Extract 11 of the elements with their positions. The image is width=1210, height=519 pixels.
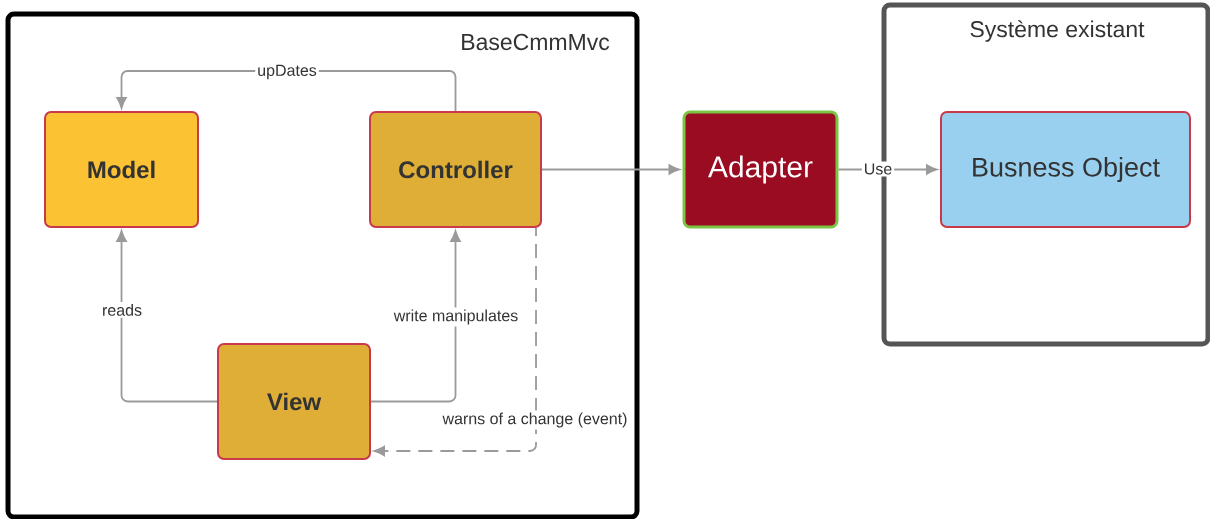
process-box: Adapter — [682, 110, 839, 229]
arrow — [541, 164, 681, 175]
arrow — [370, 230, 461, 403]
edge-label: reads — [100, 302, 145, 318]
process-box: Model — [44, 111, 199, 228]
arrow — [373, 227, 537, 457]
process-box: View — [217, 343, 371, 460]
arrow — [116, 230, 218, 403]
edge-label: Use — [861, 161, 895, 177]
process-box: Busness Object — [940, 111, 1191, 228]
process-box: Controller — [369, 111, 542, 228]
